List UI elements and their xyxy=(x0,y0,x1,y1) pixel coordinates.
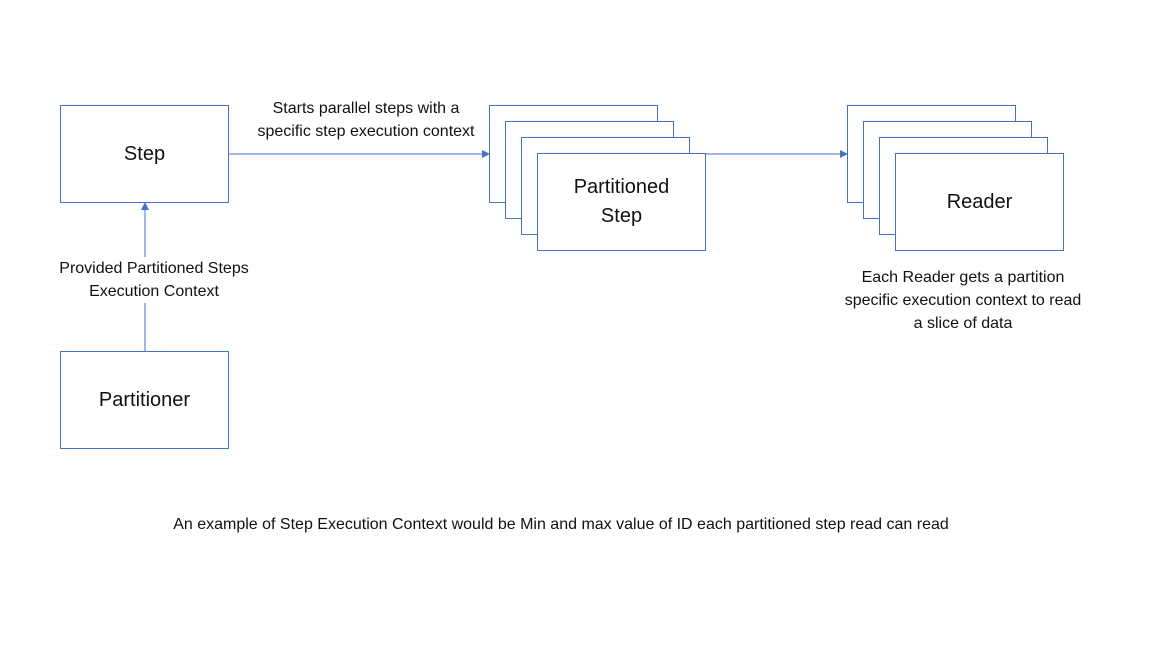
reader-note: Each Reader gets a partition specific ex… xyxy=(844,269,1082,332)
partitioned-step-node-label: Partitioned Step xyxy=(573,176,670,227)
reader-node-label: Reader xyxy=(946,190,1013,213)
edge-label-partitioner-to-step: Provided Partitioned Steps Execution Con… xyxy=(34,257,274,303)
edge-label-step-to-partitioned-step: Starts parallel steps with a specific st… xyxy=(257,100,475,140)
step-node: Step xyxy=(60,105,229,203)
footer-note: An example of Step Execution Context wou… xyxy=(173,516,949,533)
partitioner-node-label: Partitioner xyxy=(98,388,191,411)
partitioned-step-node: Partitioned Step xyxy=(537,153,706,251)
partitioner-node: Partitioner xyxy=(60,351,229,449)
step-node-label: Step xyxy=(123,142,166,165)
reader-node: Reader xyxy=(895,153,1064,251)
